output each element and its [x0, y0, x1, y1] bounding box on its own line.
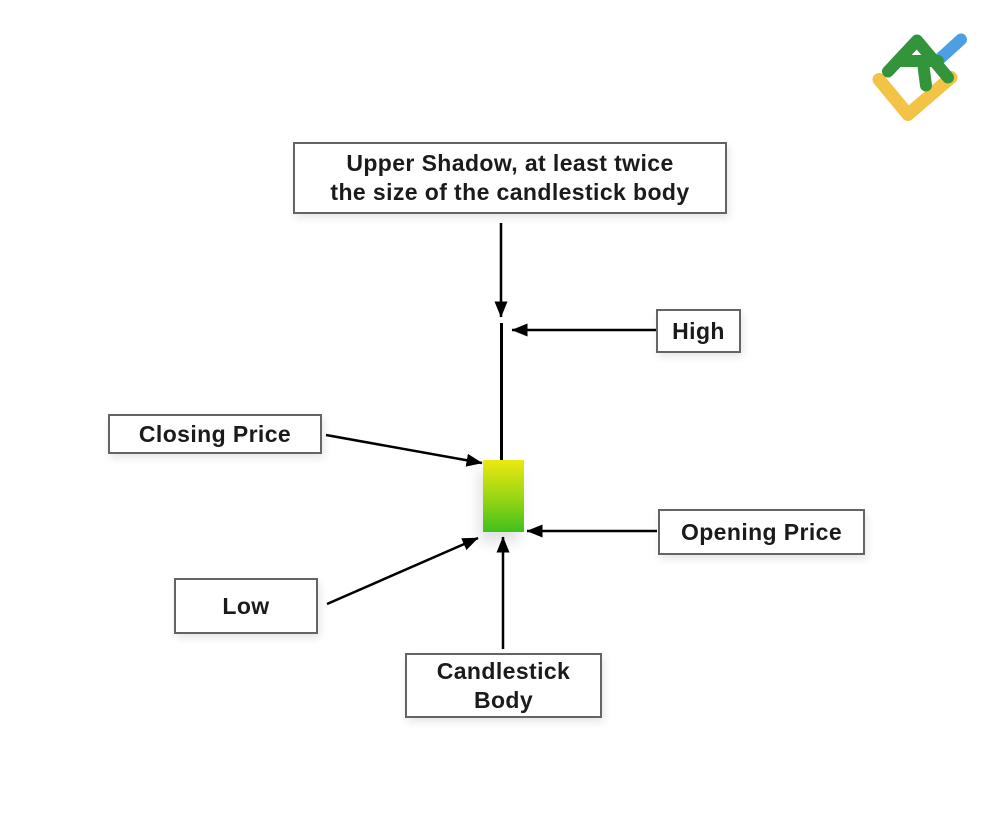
label-closing-price: Closing Price — [108, 414, 322, 454]
logo-yellow-check — [872, 71, 958, 121]
label-opening-price: Opening Price — [658, 509, 865, 555]
label-closing-price-text: Closing Price — [138, 420, 292, 447]
label-low: Low — [174, 578, 318, 634]
logo-green-descender — [917, 56, 932, 92]
arrow-low — [326, 536, 479, 606]
label-low-text: Low — [222, 592, 270, 619]
arrow-closing-price — [325, 433, 483, 467]
label-opening-price-text: Opening Price — [680, 518, 843, 545]
label-candlestick-body-line1: Candlestick — [436, 657, 571, 684]
label-upper-shadow-line1: Upper Shadow, at least twice — [346, 150, 674, 177]
candle-body — [483, 460, 524, 532]
label-high-text: High — [672, 317, 725, 344]
label-candlestick-body: Candlestick Body — [405, 653, 602, 718]
label-upper-shadow-line2: the size of the candlestick body — [330, 179, 690, 205]
label-high: High — [656, 309, 741, 353]
label-candlestick-body-line2: Body — [473, 686, 534, 713]
label-upper-shadow: Upper Shadow, at least twice the size of… — [293, 142, 727, 214]
litefinance-logo-icon — [872, 33, 967, 121]
